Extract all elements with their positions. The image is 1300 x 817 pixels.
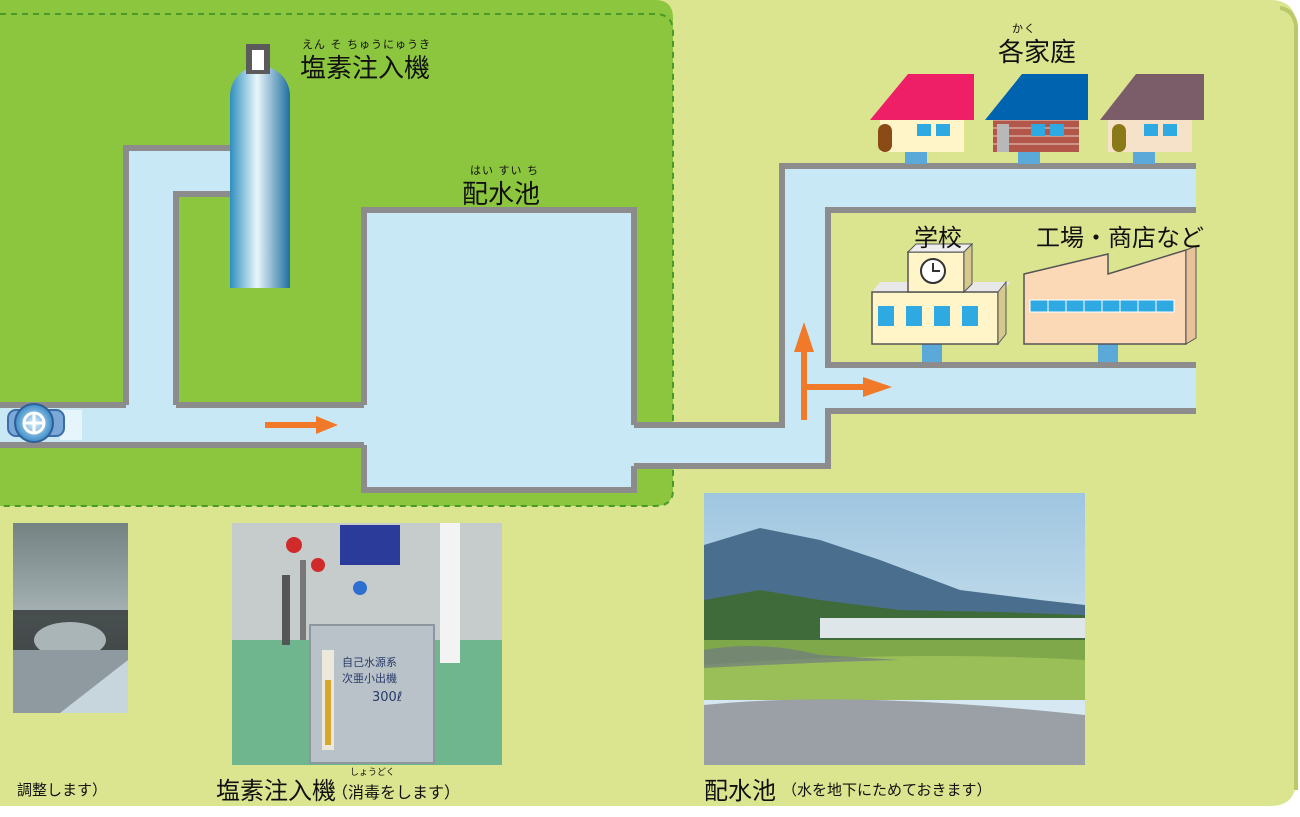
reservoir-photo-caption: 配水池: [704, 777, 776, 805]
panel-text: 300ℓ: [372, 690, 403, 705]
house-icon: [1100, 74, 1204, 164]
school-label: 学校: [914, 224, 962, 252]
reservoir-photo: [704, 493, 1085, 765]
house-icon: [985, 74, 1088, 164]
chlorinator-cylinder: [230, 44, 290, 288]
flow-arrow-right: [804, 377, 892, 397]
chlorinator-photo-caption: 塩素注入機: [216, 777, 336, 805]
valve-room-photo: [13, 523, 128, 713]
factories-label: 工場・商店など: [1036, 224, 1204, 252]
panel-text: 自己水源系: [342, 656, 397, 669]
valve-photo-caption: 調整します）: [17, 781, 108, 799]
chlorinator-photo: [232, 523, 502, 765]
house-icon: [870, 74, 974, 164]
flow-arrow: [265, 416, 338, 434]
homes-ruby: かく: [1012, 22, 1036, 35]
pipe-fitting: [60, 410, 82, 440]
factory-icon: [1023, 245, 1197, 362]
reservoir-photo-subcaption: （水を地下にためておきます）: [782, 781, 992, 799]
homes-label: 各家庭: [998, 38, 1077, 68]
chlorinator-label: 塩素注入機: [300, 54, 431, 84]
chlorinator-caption-ruby: しょうどく: [350, 768, 395, 778]
chlorinator-photo-subcaption: （消毒をします）: [332, 783, 461, 802]
reservoir-label: 配水池: [462, 180, 541, 210]
school-icon: [871, 242, 1010, 362]
panel-text: 次亜小出機: [342, 672, 397, 685]
valve-icon: [7, 403, 65, 443]
reservoir-ruby: はい すい ち: [470, 164, 539, 177]
chlorinator-ruby: えん そ ちゅうにゅうき: [302, 38, 431, 51]
